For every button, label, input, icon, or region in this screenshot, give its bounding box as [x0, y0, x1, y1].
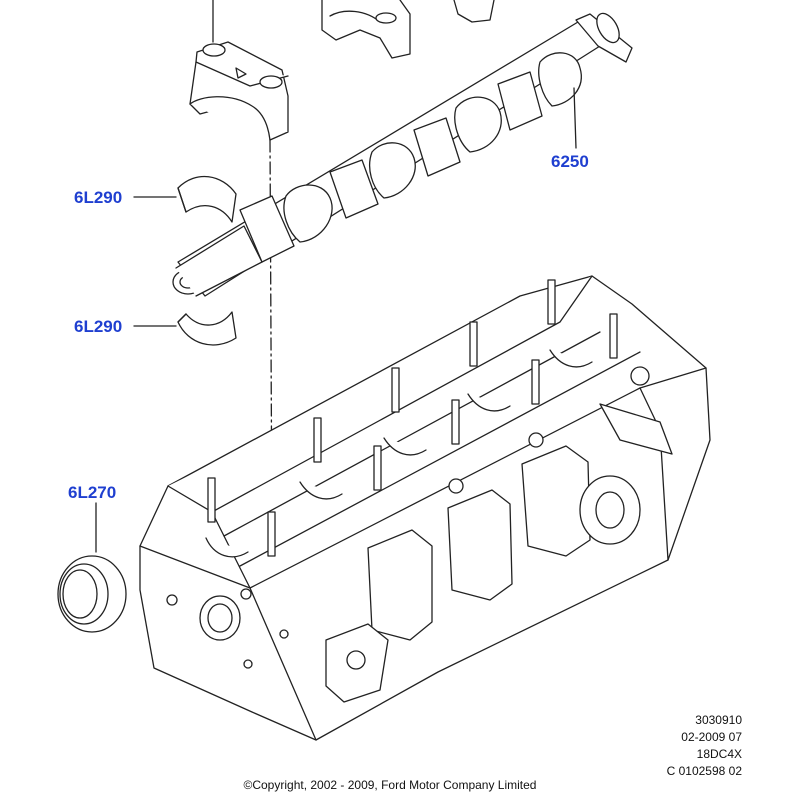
bearing-cap-right	[453, 0, 495, 23]
bearing-cap-left	[189, 0, 289, 141]
callout-6l270[interactable]: 6L270	[68, 483, 117, 502]
callout-6250[interactable]: 6250	[551, 152, 589, 171]
reference-code: C 0102598 02	[666, 764, 742, 778]
callout-6l290-upper[interactable]: 6L290	[74, 188, 123, 207]
oil-seal	[57, 502, 127, 633]
reference-code: 02-2009 07	[681, 730, 742, 744]
reference-code: 18DC4X	[696, 747, 742, 761]
cylinder-head	[139, 275, 711, 741]
callout-6l290-lower[interactable]: 6L290	[74, 317, 123, 336]
copyright-notice: ©Copyright, 2002 - 2009, Ford Motor Comp…	[243, 778, 537, 792]
head-studs	[207, 279, 618, 557]
bearing-cap-middle	[321, 0, 411, 59]
diagram-reference-codes: 3030910 02-2009 07 18DC4X C 0102598 02	[667, 712, 742, 780]
bearing-shell-upper	[177, 175, 237, 223]
camshaft	[172, 12, 633, 297]
bearing-shell-lower	[177, 311, 237, 346]
reference-code: 3030910	[695, 713, 742, 727]
